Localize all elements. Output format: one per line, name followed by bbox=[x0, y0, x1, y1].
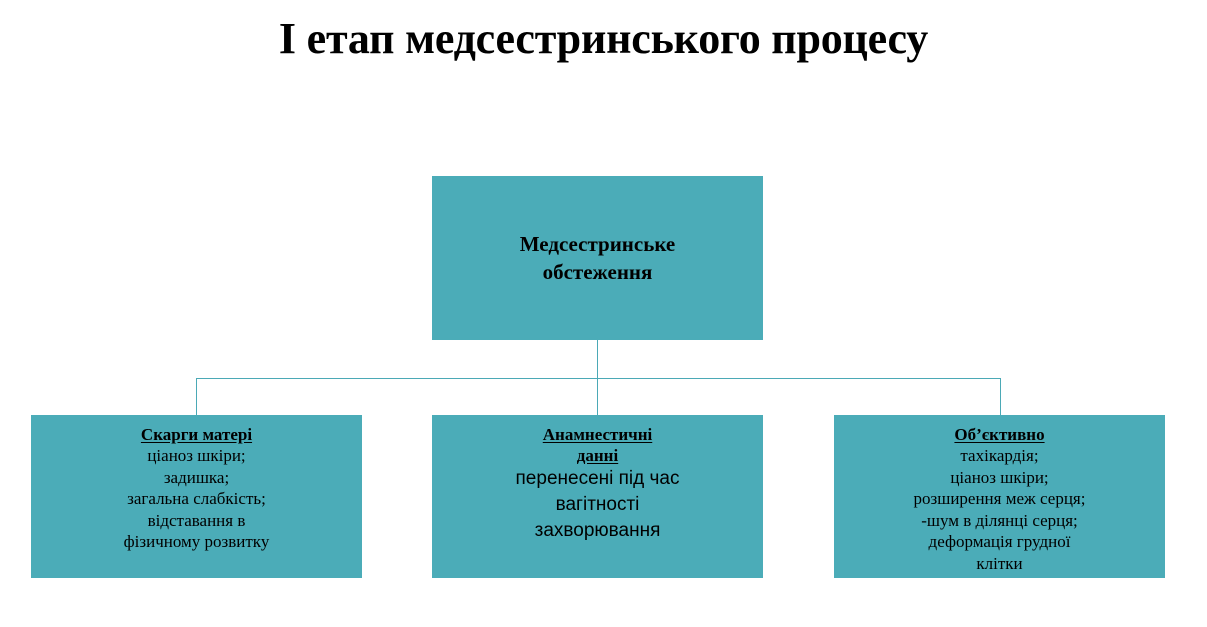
node-complaints-body: ціаноз шкіри; задишка; загальна слабкіст… bbox=[31, 445, 362, 553]
list-item: вагітності bbox=[555, 494, 640, 515]
connector-drop-right bbox=[1000, 378, 1001, 415]
node-anamnesis-heading: Анамнестичні данні bbox=[432, 424, 763, 466]
list-item: перенесені під час bbox=[515, 468, 680, 489]
node-objective-heading: Об’єктивно bbox=[834, 424, 1165, 445]
connector-drop-left bbox=[196, 378, 197, 415]
list-item: тахікардія; bbox=[960, 446, 1039, 465]
list-item: -шум в ділянці серця; bbox=[921, 510, 1078, 530]
list-item: фізичному розвитку bbox=[123, 532, 270, 551]
list-item: задишка; bbox=[163, 467, 230, 487]
list-item: захворювання bbox=[534, 520, 661, 541]
node-complaints-heading-line-1: Скарги матері bbox=[140, 425, 253, 444]
node-root-line-2: обстеження bbox=[542, 260, 653, 284]
list-item: ціаноз шкіри; bbox=[950, 467, 1049, 487]
node-complaints-heading: Скарги матері bbox=[31, 424, 362, 445]
node-anamnesis-heading-line-2: данні bbox=[576, 446, 619, 465]
node-objective[interactable]: Об’єктивно тахікардія; ціаноз шкіри; роз… bbox=[834, 415, 1165, 578]
list-item: відставання в bbox=[147, 510, 246, 530]
list-item: клітки bbox=[976, 553, 1023, 573]
list-item: деформація грудної bbox=[928, 532, 1071, 551]
node-complaints[interactable]: Скарги матері ціаноз шкіри; задишка; заг… bbox=[31, 415, 362, 578]
node-anamnesis-body: перенесені під час вагітності захворюван… bbox=[432, 466, 763, 544]
list-item: загальна слабкість; bbox=[127, 489, 266, 508]
page-title: І етап медсестринського процесу bbox=[278, 14, 929, 63]
list-item: розширення меж серця; bbox=[913, 489, 1086, 508]
node-anamnesis[interactable]: Анамнестичні данні перенесені під час ва… bbox=[432, 415, 763, 578]
connector-drop-middle bbox=[597, 378, 598, 415]
node-root-text: Медсестринське обстеження bbox=[432, 230, 763, 286]
node-anamnesis-heading-line-1: Анамнестичні bbox=[542, 425, 653, 444]
node-root-line-1: Медсестринське bbox=[519, 232, 676, 256]
connector-root-vertical bbox=[597, 340, 598, 379]
connector-horizontal-bus bbox=[196, 378, 1001, 379]
node-objective-heading-line-1: Об’єктивно bbox=[954, 425, 1045, 444]
node-root[interactable]: Медсестринське обстеження bbox=[432, 176, 763, 340]
list-item: ціаноз шкіри; bbox=[147, 446, 246, 465]
node-objective-body: тахікардія; ціаноз шкіри; розширення меж… bbox=[834, 445, 1165, 574]
